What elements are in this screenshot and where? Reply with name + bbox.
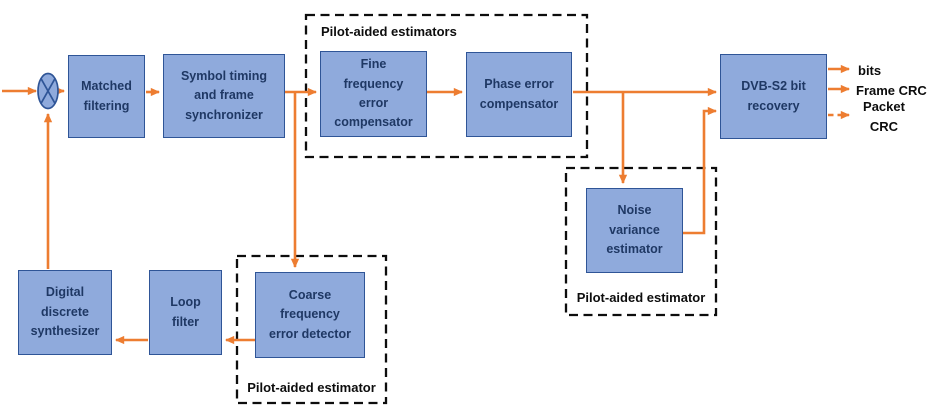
group-box-pilot-aided-estimators [304, 13, 589, 159]
multiplier-mixer-icon [37, 72, 59, 110]
block-digital-discrete-synthesizer: Digital discrete synthesizer [18, 270, 112, 355]
block-coarse-frequency-error-detector: Coarse frequency error detector [255, 272, 365, 358]
arrow-noise-variance-to-dvb-recovery [683, 106, 717, 235]
block-noise-variance-estimator: Noise variance estimator [586, 188, 683, 273]
block-label: Matched filtering [81, 79, 132, 113]
block-label: Phase error compensator [479, 77, 559, 111]
block-label: Loop filter [170, 295, 201, 329]
group-box-pilot-aided-estimator-coarse [235, 254, 388, 405]
block-dvb-s2-bit-recovery: DVB-S2 bit recovery [720, 54, 827, 139]
block-label: Fine frequency error compensator [334, 57, 413, 130]
block-symbol-timing-frame-synchronizer: Symbol timing and frame synchronizer [163, 54, 285, 138]
block-label: Noise variance estimator [606, 203, 663, 257]
group-label-pilot-aided-estimators: Pilot-aided estimators [321, 24, 457, 39]
block-loop-filter: Loop filter [149, 270, 222, 355]
group-label-pilot-aided-estimator-coarse: Pilot-aided estimator [247, 380, 376, 395]
group-label-pilot-aided-estimator-noise: Pilot-aided estimator [576, 290, 706, 305]
block-label: Symbol timing and frame synchronizer [180, 68, 268, 122]
group-box-pilot-aided-estimator-noise [564, 166, 718, 317]
block-phase-error-compensator: Phase error compensator [466, 52, 572, 137]
block-matched-filtering: Matched filtering [68, 55, 145, 138]
block-label: Coarse frequency error detector [269, 287, 351, 341]
block-label: DVB-S2 bit recovery [741, 79, 806, 113]
output-label-bits: bits [858, 63, 882, 78]
output-label-frame-crc: Frame CRC [856, 83, 927, 98]
block-label: Digital discrete synthesizer [30, 285, 100, 339]
output-label-packet-crc: Packet CRC [863, 99, 905, 134]
block-fine-frequency-error-compensator: Fine frequency error compensator [320, 51, 427, 137]
